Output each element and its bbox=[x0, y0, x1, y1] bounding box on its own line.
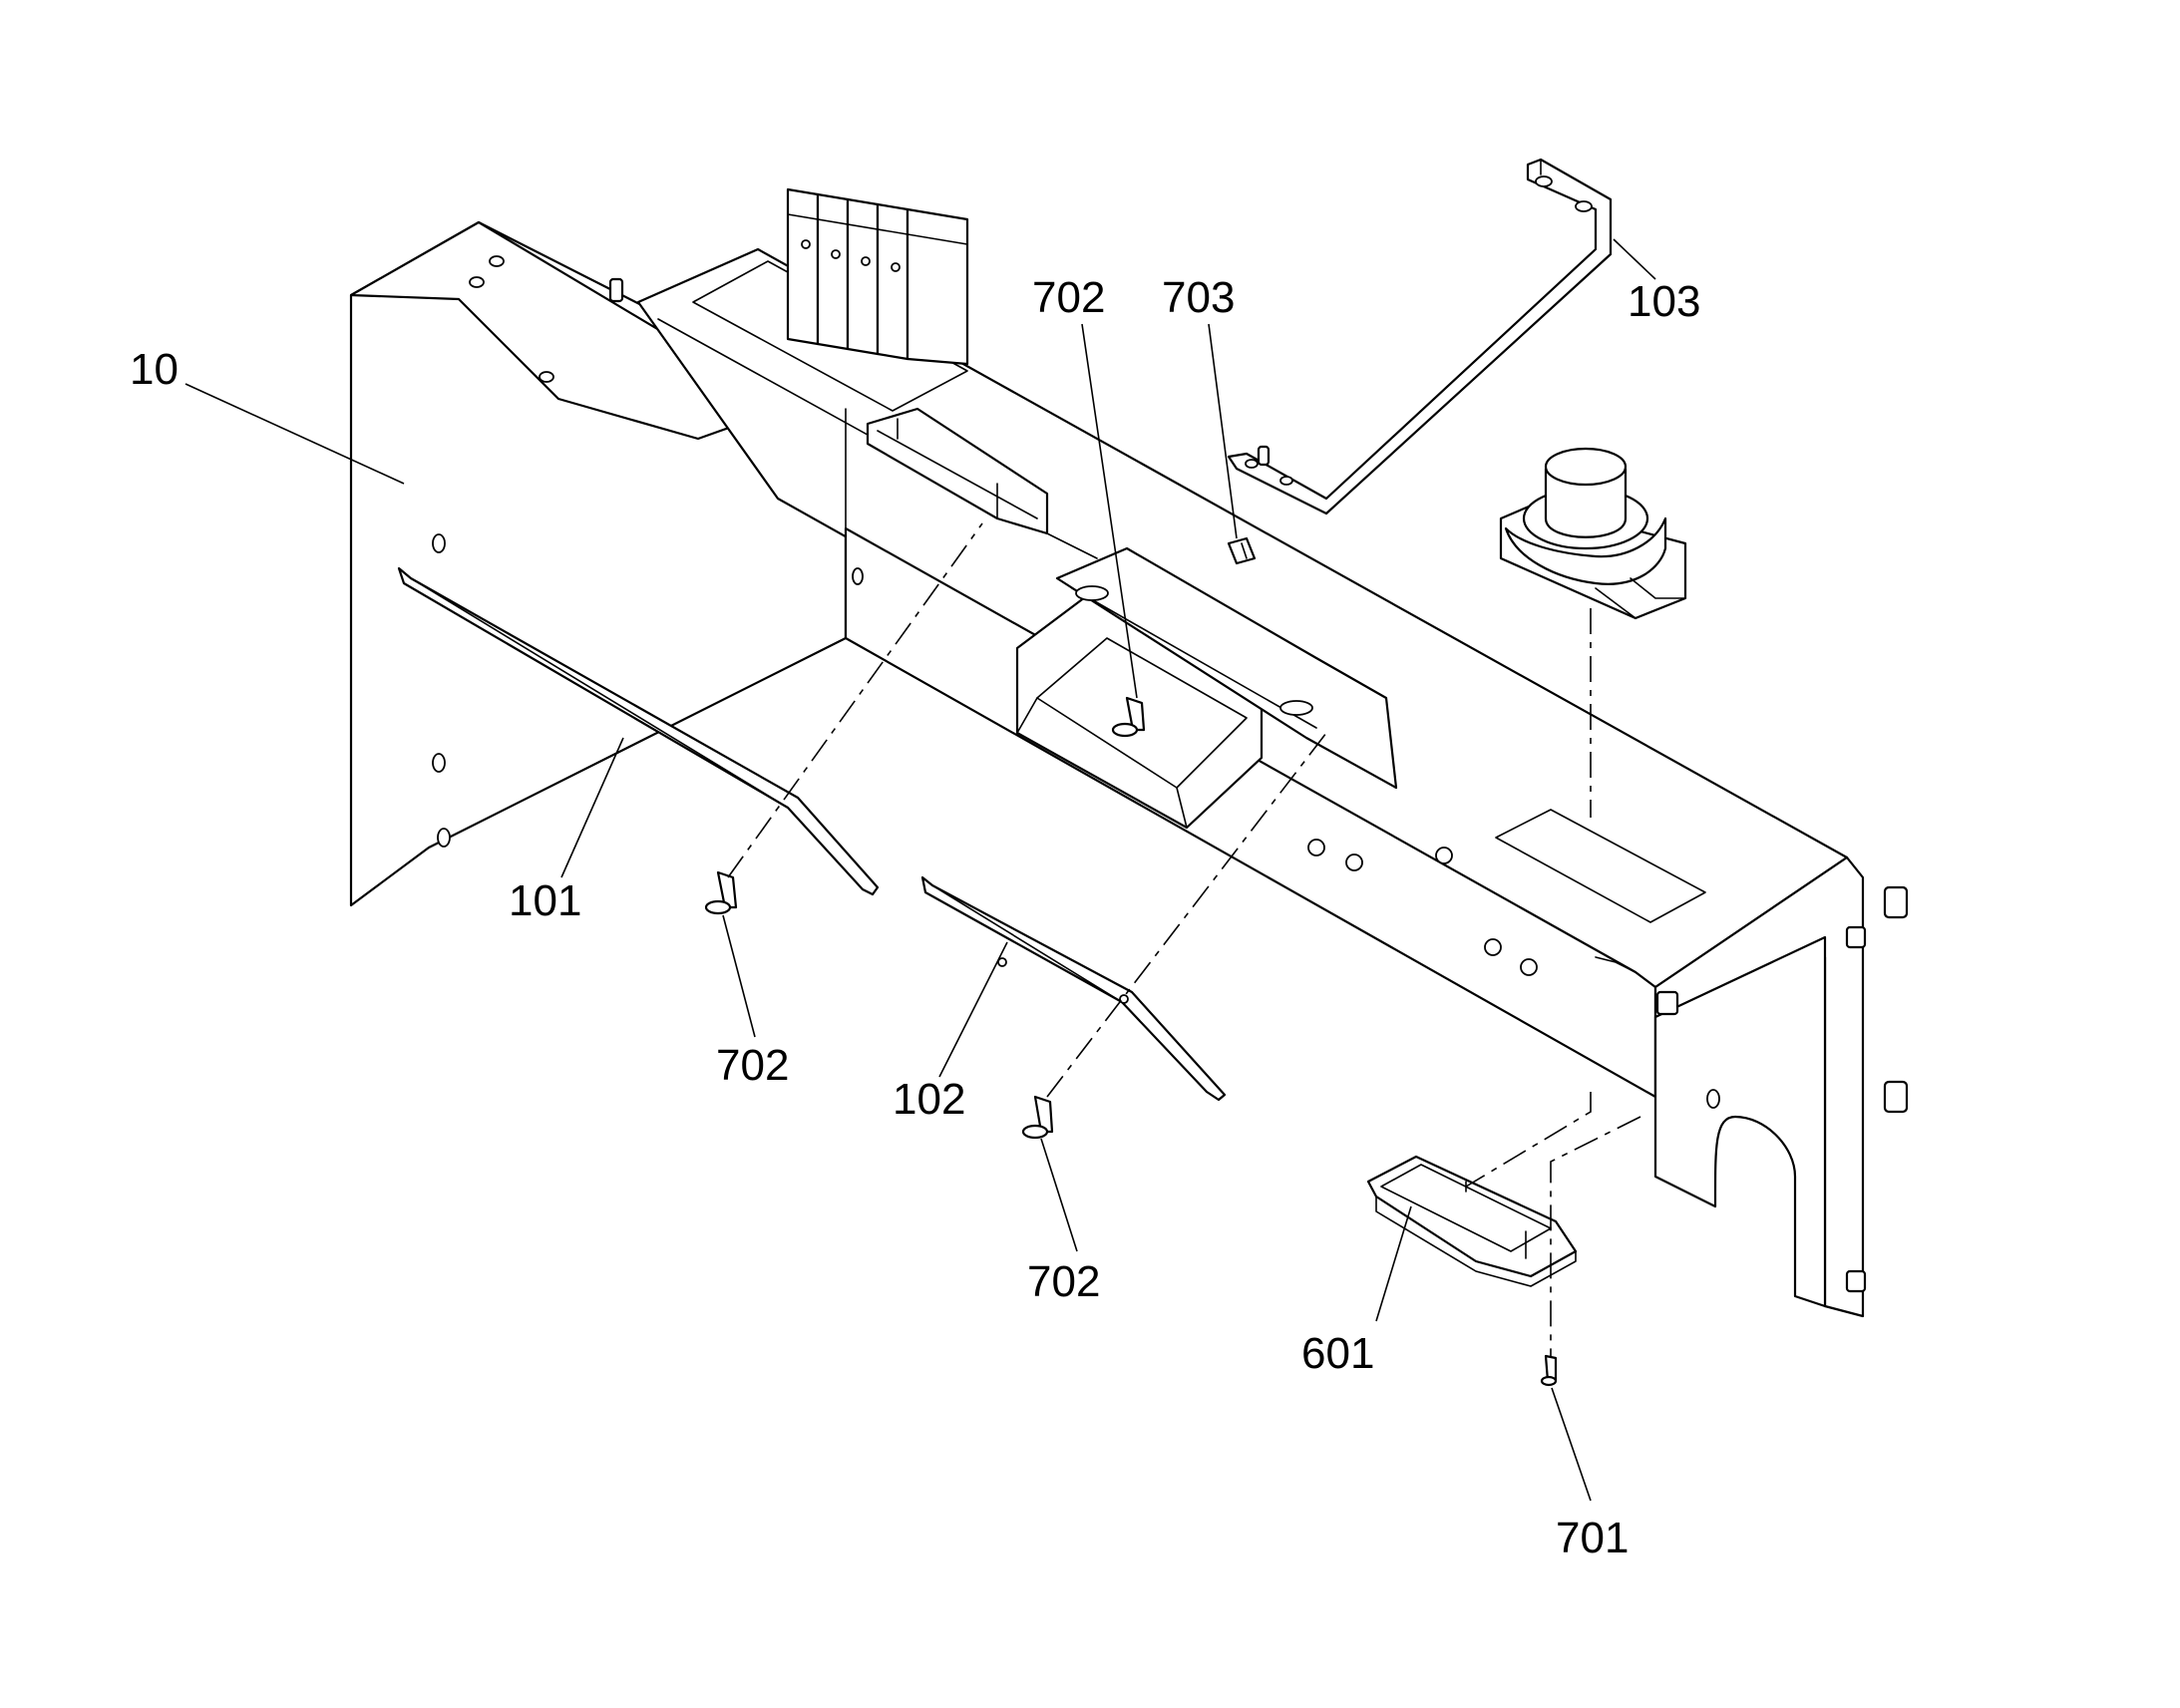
box-601 bbox=[1366, 1155, 1578, 1287]
callout-102: 102 bbox=[893, 1075, 965, 1124]
callout-10: 10 bbox=[130, 345, 179, 394]
screw-702-top bbox=[1111, 696, 1146, 738]
leader-lines bbox=[184, 238, 1656, 1502]
assembly-lines bbox=[727, 522, 1641, 1356]
callout-702-top: 702 bbox=[1032, 273, 1105, 322]
callout-601: 601 bbox=[1301, 1329, 1374, 1378]
screw-701 bbox=[1540, 1354, 1558, 1387]
callout-703: 703 bbox=[1162, 273, 1235, 322]
callout-702-left: 702 bbox=[716, 1041, 789, 1090]
plate-102 bbox=[920, 875, 1227, 1102]
channel-bracket bbox=[866, 407, 1049, 535]
terminal-block bbox=[786, 187, 969, 366]
callout-701: 701 bbox=[1556, 1514, 1629, 1562]
callout-101: 101 bbox=[509, 876, 581, 925]
screw-702-mid bbox=[1021, 1095, 1054, 1140]
blower-assembly bbox=[1499, 447, 1687, 620]
screw-702-left bbox=[704, 870, 738, 915]
bracket-103 bbox=[1227, 158, 1613, 515]
callout-702-mid: 702 bbox=[1027, 1257, 1100, 1306]
nut-703 bbox=[1227, 536, 1257, 565]
plate-101 bbox=[397, 566, 880, 896]
callout-103: 103 bbox=[1628, 277, 1700, 326]
